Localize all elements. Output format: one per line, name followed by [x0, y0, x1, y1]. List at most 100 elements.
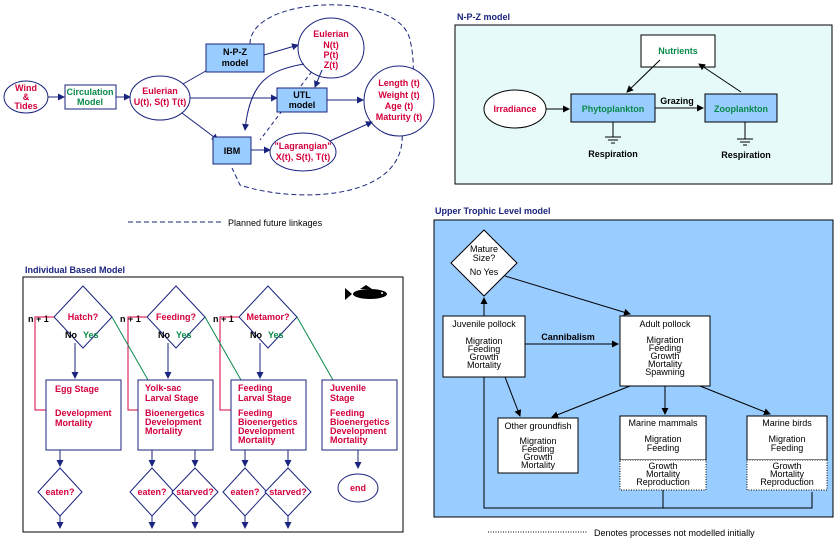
npz-panel-title: N-P-Z model	[457, 12, 510, 22]
marine-mammals-box	[619, 415, 707, 461]
metamor-no: No	[250, 330, 262, 340]
phytoplankton-label: Phytoplankton	[582, 104, 645, 114]
utl-box-model: model	[289, 100, 316, 110]
age-label: Age (t)	[385, 101, 414, 111]
yolk-sac-stage-box	[137, 379, 214, 451]
respiration-phyto-label: Respiration	[588, 149, 638, 159]
planned-link-bottom	[231, 119, 403, 196]
wind-label: Wind	[15, 83, 37, 93]
juvenile-title1: Juvenile	[330, 383, 366, 393]
groundfish-title: Other groundfish	[504, 421, 571, 431]
juvenile-stage-box	[321, 379, 398, 451]
eulerian-phys-vars: U(t), S(t) T(t)	[134, 97, 186, 107]
adult-pollock-feeding: Feeding	[649, 343, 682, 353]
ibm-box-label: IBM	[224, 146, 241, 156]
marine-birds-unmodelled-box	[746, 459, 828, 491]
egg-development: Development	[55, 408, 112, 418]
juvenile-bioenergetics: Bioenergetics	[330, 417, 390, 427]
n-plus-one-1: n + 1	[28, 314, 49, 324]
mammals-title: Marine mammals	[628, 418, 698, 428]
egg-mortality: Mortality	[55, 418, 93, 428]
feeding-starved-label: starved?	[269, 487, 307, 497]
mammals-growth: Growth	[648, 461, 677, 471]
feeding-bioenergetics: Bioenergetics	[238, 417, 298, 427]
end-label: end	[350, 483, 366, 493]
model-label: Model	[77, 97, 103, 107]
n-plus-one-3: n + 1	[213, 314, 234, 324]
yolk-eaten-label: eaten?	[137, 487, 166, 497]
adult-pollock-spawning: Spawning	[645, 367, 685, 377]
nutrients-label: Nutrients	[658, 46, 698, 56]
lagrangian-title: "Lagrangian"	[274, 141, 331, 151]
yolk-bioenergetics: Bioenergetics	[145, 408, 205, 418]
lagrangian-ellipse	[269, 132, 337, 172]
nutrients-box	[640, 34, 716, 68]
groundfish-migration: Migration	[519, 436, 556, 446]
feeding-mortality: Mortality	[238, 435, 276, 445]
ibm-box	[212, 136, 252, 165]
respiration-zoo-label: Respiration	[721, 150, 771, 160]
ibm-panel: Individual Based Model Hatch? Feeding? M…	[22, 265, 404, 533]
mature-label-2: Size?	[473, 253, 496, 263]
hatch-label: Hatch?	[68, 312, 99, 322]
birds-migration: Migration	[768, 434, 805, 444]
metamor-label: Metamor?	[246, 312, 289, 322]
grazing-label: Grazing	[660, 96, 694, 106]
birds-growth: Growth	[772, 461, 801, 471]
lagrangian-vars: X(t), S(t), T(t)	[276, 152, 330, 162]
mammals-reproduction: Reproduction	[636, 477, 690, 487]
npz-model-panel: N-P-Z model Nutrients Irradiance Phytopl…	[454, 12, 833, 185]
mature-size-diamond	[450, 229, 518, 297]
zooplankton-label: Zooplankton	[714, 104, 768, 114]
juvenile-pollock-migration: Migration	[465, 336, 502, 346]
egg-eaten-label: eaten?	[45, 487, 74, 497]
juvenile-mortality: Mortality	[330, 435, 368, 445]
maturity-label: Maturity (t)	[376, 112, 423, 122]
circulation-label: Circulation	[66, 87, 113, 97]
juvenile-pollock-feeding: Feeding	[468, 344, 501, 354]
utl-model-box	[276, 87, 328, 113]
yolk-mortality: Mortality	[145, 426, 183, 436]
fish-attributes-ellipse	[363, 65, 435, 137]
other-groundfish-box	[497, 417, 579, 474]
birds-mortality: Mortality	[770, 469, 805, 479]
mammals-migration: Migration	[644, 434, 681, 444]
adult-pollock-growth: Growth	[650, 351, 679, 361]
yolk-development: Development	[145, 417, 202, 427]
adult-pollock-migration: Migration	[646, 335, 683, 345]
cannibalism-label: Cannibalism	[541, 332, 595, 342]
juvenile-pollock-box	[442, 315, 526, 378]
juvenile-pollock-title: Juvenile pollock	[452, 319, 516, 329]
feeding-eaten-label: eaten?	[230, 487, 259, 497]
length-label: Length (t)	[378, 78, 419, 88]
birds-feeding: Feeding	[771, 443, 804, 453]
juvenile-pollock-growth: Growth	[469, 352, 498, 362]
hatch-diamond	[53, 285, 113, 349]
adult-pollock-box	[619, 315, 711, 387]
utl-panel-title: Upper Trophic Level model	[435, 206, 551, 216]
metamor-diamond	[238, 285, 298, 349]
circulation-model-box	[64, 84, 117, 110]
tides-label: Tides	[14, 101, 37, 111]
utl-box-title: UTL	[293, 90, 311, 100]
adult-pollock-mortality: Mortality	[648, 359, 683, 369]
mammals-feeding: Feeding	[647, 443, 680, 453]
overview-diagram: Wind & Tides Circulation Model Eulerian …	[3, 4, 435, 228]
juvenile-feeding: Feeding	[330, 408, 365, 418]
feeding-no: No	[158, 330, 170, 340]
birds-title: Marine birds	[762, 418, 812, 428]
utl-panel: Upper Trophic Level model Mature Size? N…	[433, 206, 834, 518]
feeding-diamond	[146, 285, 206, 349]
ibm-panel-title: Individual Based Model	[25, 265, 125, 275]
feeding-development: Development	[238, 426, 295, 436]
egg-stage-box	[45, 379, 122, 451]
yolk-starved-label: starved?	[176, 487, 214, 497]
wind-amp: &	[23, 92, 30, 102]
metamor-yes: Yes	[268, 330, 284, 340]
eulerian-bio-n: N(t)	[323, 40, 339, 50]
adult-pollock-title: Adult pollock	[639, 319, 691, 329]
unmodelled-legend-label: Denotes processes not modelled initially	[594, 528, 755, 538]
n-plus-one-2: n + 1	[120, 314, 141, 324]
eulerian-phys-title: Eulerian	[142, 86, 178, 96]
